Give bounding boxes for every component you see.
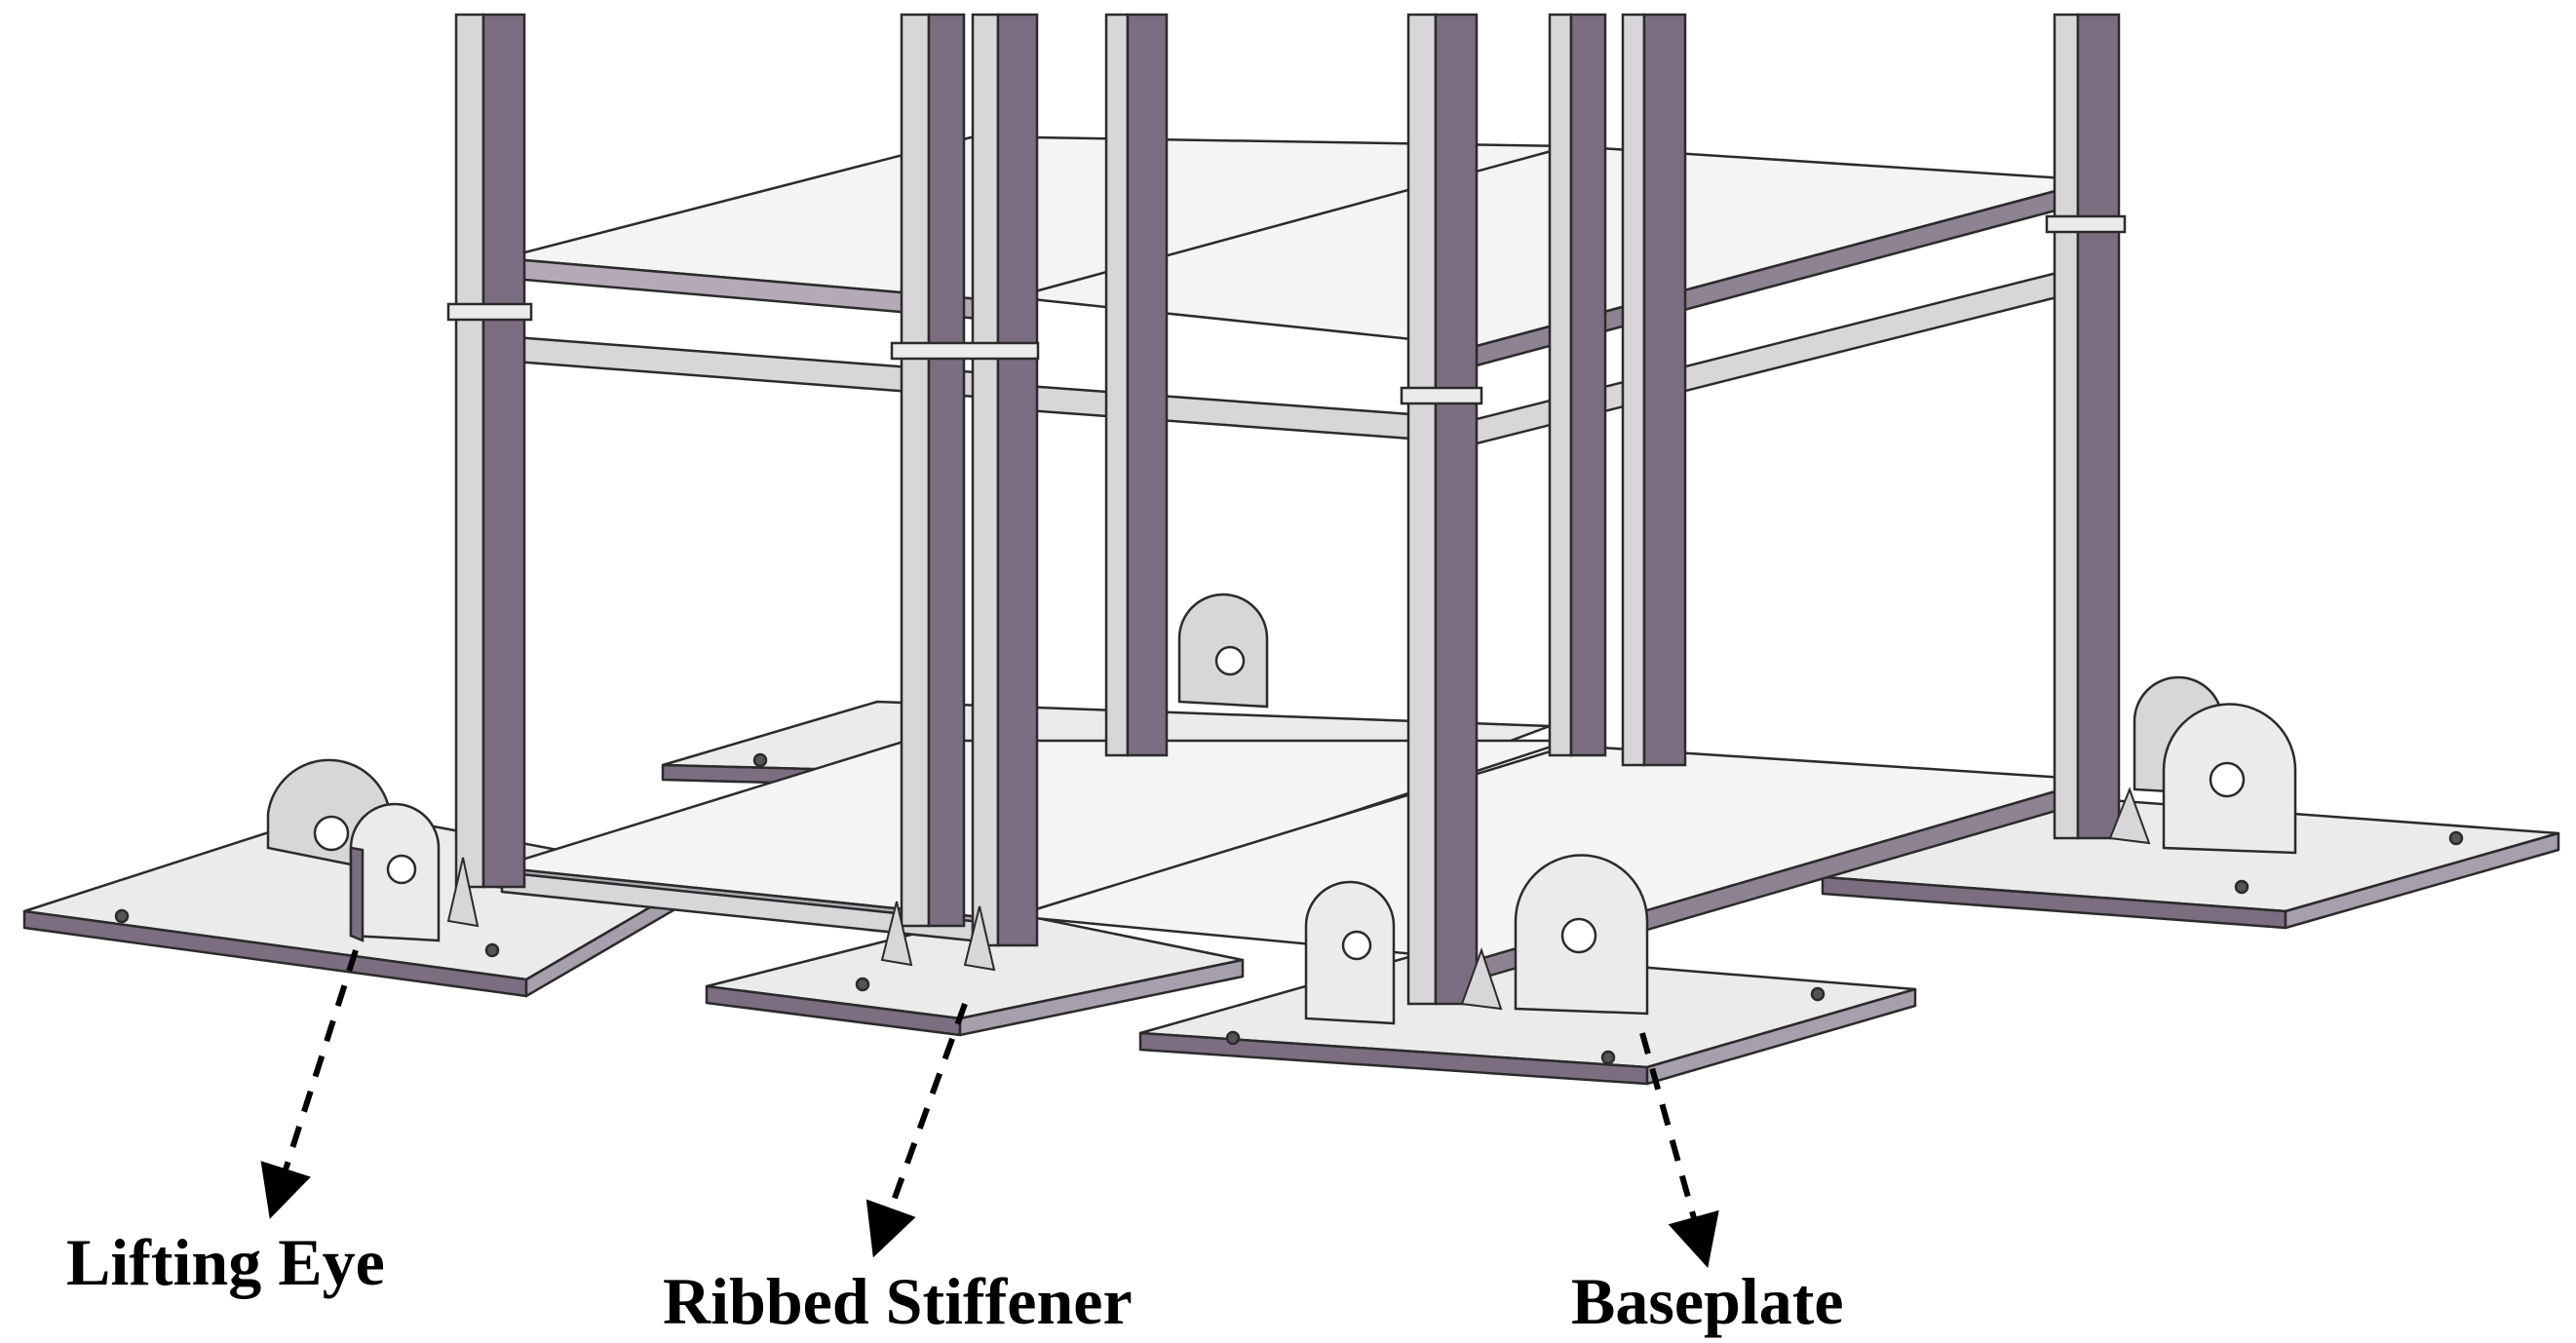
floor-panels <box>495 134 2097 981</box>
lifting-eye-front-right <box>1514 854 1649 1016</box>
stiffener-3 <box>963 905 996 972</box>
stiffener-1 <box>446 857 480 928</box>
lifting-eye-left-front <box>349 802 441 942</box>
callout-arrows <box>260 949 1719 1269</box>
label-lifting-eye: Lifting Eye <box>66 1225 385 1299</box>
column-2 <box>900 13 931 928</box>
lifting-eye-back-center <box>1177 593 1269 709</box>
label-ribbed-stiffener: Ribbed Stiffener <box>663 1264 1133 1338</box>
lifting-eye-front-mid <box>1304 880 1396 1025</box>
lifting-eyes <box>266 593 2297 1025</box>
column-4 <box>1104 13 1130 757</box>
stiffener-5 <box>2108 787 2151 845</box>
baseplate-far-right <box>1821 797 2560 930</box>
stiffener-2 <box>880 901 913 967</box>
column-5 <box>1548 13 1573 757</box>
column-7 <box>1406 13 1438 1006</box>
lifting-eye-far-right-front <box>2162 703 2297 855</box>
arrow-lifting-eye <box>260 949 359 1219</box>
column-8 <box>2053 13 2080 840</box>
columns <box>446 13 2127 1006</box>
column-3 <box>971 13 1000 947</box>
ribbed-stiffeners <box>446 787 2151 1011</box>
column-1 <box>454 13 485 889</box>
stiffener-4 <box>1460 946 1503 1011</box>
label-baseplate: Baseplate <box>1571 1264 1844 1338</box>
column-6 <box>1621 13 1646 767</box>
arrow-ribbed-stiffener <box>865 1002 968 1258</box>
